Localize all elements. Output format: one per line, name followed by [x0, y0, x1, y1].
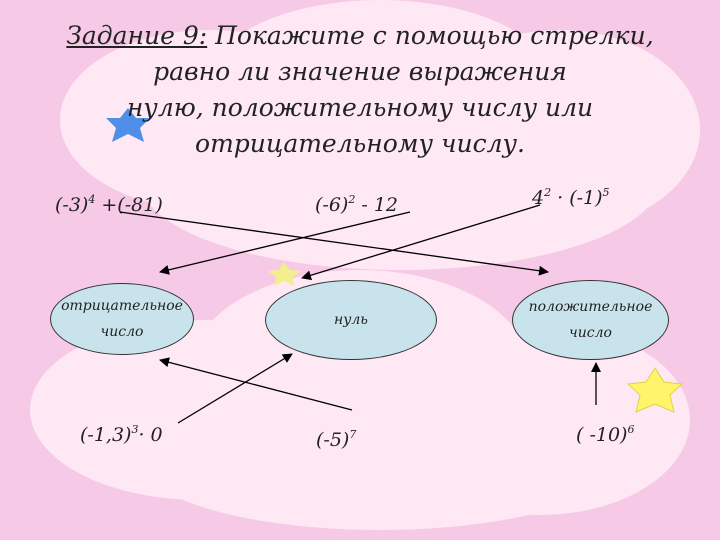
expression-5[interactable]: (-5)7 — [316, 428, 357, 451]
arrow-e5-to-negative — [159, 357, 353, 411]
expression-1[interactable]: (-3)4 +(-81) — [55, 193, 163, 216]
expression-4[interactable]: (-1,3)3· 0 — [80, 423, 163, 446]
yellow-star-small-icon — [268, 262, 301, 286]
arrow-e1-to-positive — [119, 211, 549, 276]
task-line-1: Покажите с помощью стрелки, — [207, 21, 654, 50]
arrow-e2-to-negative — [159, 211, 411, 275]
yellow-star-icon — [626, 367, 684, 413]
arrow-e4-to-zero — [177, 353, 293, 424]
oval-zero[interactable]: нуль — [265, 280, 437, 360]
arrow-e3-to-zero — [301, 204, 541, 281]
expression-2[interactable]: (-6)2 - 12 — [315, 193, 399, 216]
expression-3[interactable]: 42 · (-1)5 — [532, 186, 610, 209]
expression-6[interactable]: ( -10)6 — [576, 423, 635, 446]
task-title: Задание 9: Покажите с помощью стрелки, р… — [60, 18, 660, 162]
task-label: Задание 9: — [66, 21, 208, 50]
task-line-2: равно ли значение выражения — [153, 57, 567, 86]
task-line-3: нулю, положительному числу или — [126, 93, 594, 122]
blue-star-icon — [106, 108, 150, 142]
task-line-4: отрицательному числу. — [195, 129, 525, 158]
